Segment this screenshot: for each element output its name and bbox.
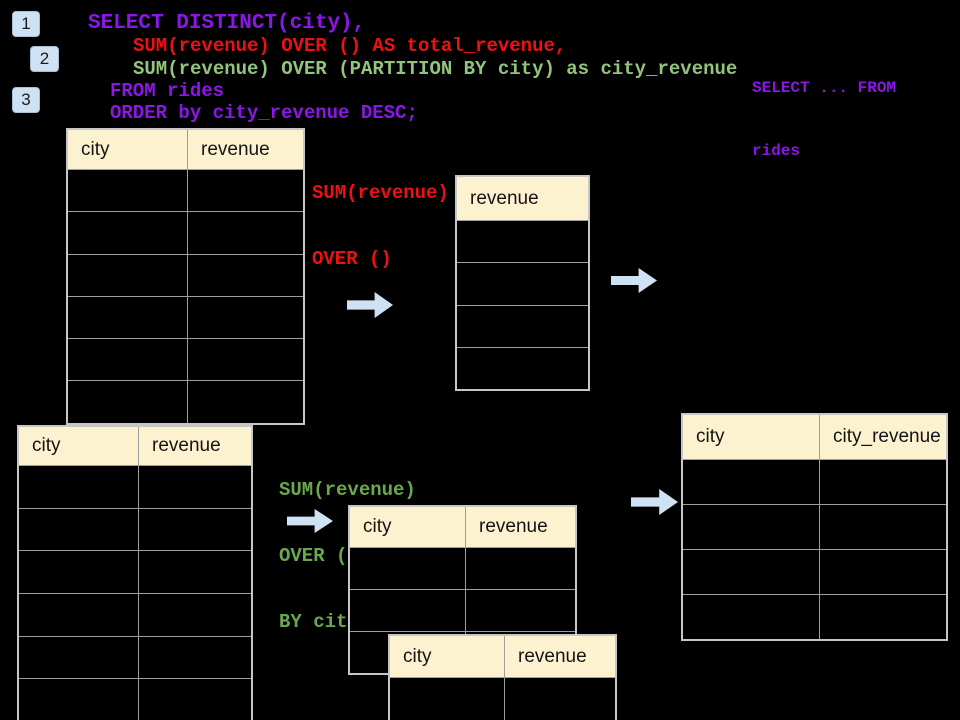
table-row bbox=[68, 338, 303, 381]
label-sum-over-empty-line-1: SUM(revenue) bbox=[312, 182, 449, 204]
header-cell-city: city bbox=[32, 435, 61, 456]
header-cell-revenue: revenue bbox=[465, 507, 575, 547]
label-sum-over-empty: SUM(revenue) OVER () bbox=[312, 138, 449, 314]
table-row bbox=[68, 295, 303, 339]
table-row bbox=[19, 635, 251, 679]
table-row bbox=[68, 380, 303, 423]
table-header-row: city revenue bbox=[390, 636, 615, 677]
table-header-row: city revenue bbox=[68, 130, 303, 169]
header-cell-city: city bbox=[363, 516, 392, 537]
header-cell-revenue: revenue bbox=[187, 130, 303, 169]
header-cell-revenue: revenue bbox=[504, 636, 615, 677]
table-row bbox=[19, 678, 251, 720]
table-source-rides-top: city revenue bbox=[66, 128, 305, 425]
table-result-city-revenue: city city_revenue bbox=[681, 413, 948, 641]
sql-line-sum-over-partition: SUM(revenue) OVER (PARTITION BY city) as… bbox=[133, 58, 738, 80]
right-arrow-icon bbox=[611, 268, 657, 293]
table-row bbox=[457, 262, 588, 304]
sql-line-select-distinct: SELECT DISTINCT(city), bbox=[88, 12, 366, 35]
table-row bbox=[68, 169, 303, 212]
step-badge-1: 1 bbox=[12, 11, 40, 37]
right-arrow-icon bbox=[631, 489, 678, 515]
table-row bbox=[457, 346, 588, 389]
table-source-rides-bottom: city revenue bbox=[17, 425, 253, 720]
sql-line-sum-over-total: SUM(revenue) OVER () AS total_revenue, bbox=[133, 35, 567, 57]
table-row bbox=[350, 547, 575, 589]
table-row bbox=[350, 589, 575, 631]
table-row bbox=[457, 220, 588, 262]
header-cell-revenue: revenue bbox=[470, 187, 539, 209]
sql-line-from: FROM rides bbox=[110, 80, 225, 102]
table-row bbox=[683, 549, 946, 594]
table-partition-city-b: city revenue bbox=[388, 634, 617, 720]
table-row bbox=[683, 504, 946, 549]
table-row bbox=[68, 211, 303, 254]
table-row bbox=[19, 465, 251, 508]
label-sum-over-partition-line-1: SUM(revenue) bbox=[279, 479, 416, 501]
table-row bbox=[19, 593, 251, 636]
header-cell-revenue: revenue bbox=[138, 427, 251, 465]
table-row bbox=[683, 459, 946, 504]
side-note-select-from-rides: SELECT ... FROM rides bbox=[752, 36, 896, 204]
table-header-row: revenue bbox=[457, 177, 588, 220]
table-row bbox=[390, 677, 615, 720]
label-sum-over-empty-line-2: OVER () bbox=[312, 248, 392, 270]
table-row bbox=[68, 253, 303, 296]
side-note-line-1: SELECT ... FROM bbox=[752, 79, 897, 97]
side-note-line-2: rides bbox=[752, 142, 801, 160]
table-header-row: city revenue bbox=[350, 507, 575, 547]
header-cell-city: city bbox=[696, 426, 725, 447]
table-row bbox=[19, 550, 251, 594]
table-row bbox=[457, 304, 588, 347]
table-row bbox=[19, 507, 251, 551]
table-total-revenue: revenue bbox=[455, 175, 590, 392]
header-cell-city: city bbox=[403, 645, 432, 667]
sql-line-order-by: ORDER by city_revenue DESC; bbox=[110, 102, 418, 124]
table-header-row: city revenue bbox=[19, 427, 251, 465]
step-badge-2: 2 bbox=[30, 46, 59, 72]
step-badge-3: 3 bbox=[12, 87, 40, 113]
header-cell-city: city bbox=[81, 138, 110, 160]
table-row bbox=[683, 594, 946, 639]
table-header-row: city city_revenue bbox=[683, 415, 946, 459]
header-cell-city-revenue: city_revenue bbox=[819, 415, 946, 459]
